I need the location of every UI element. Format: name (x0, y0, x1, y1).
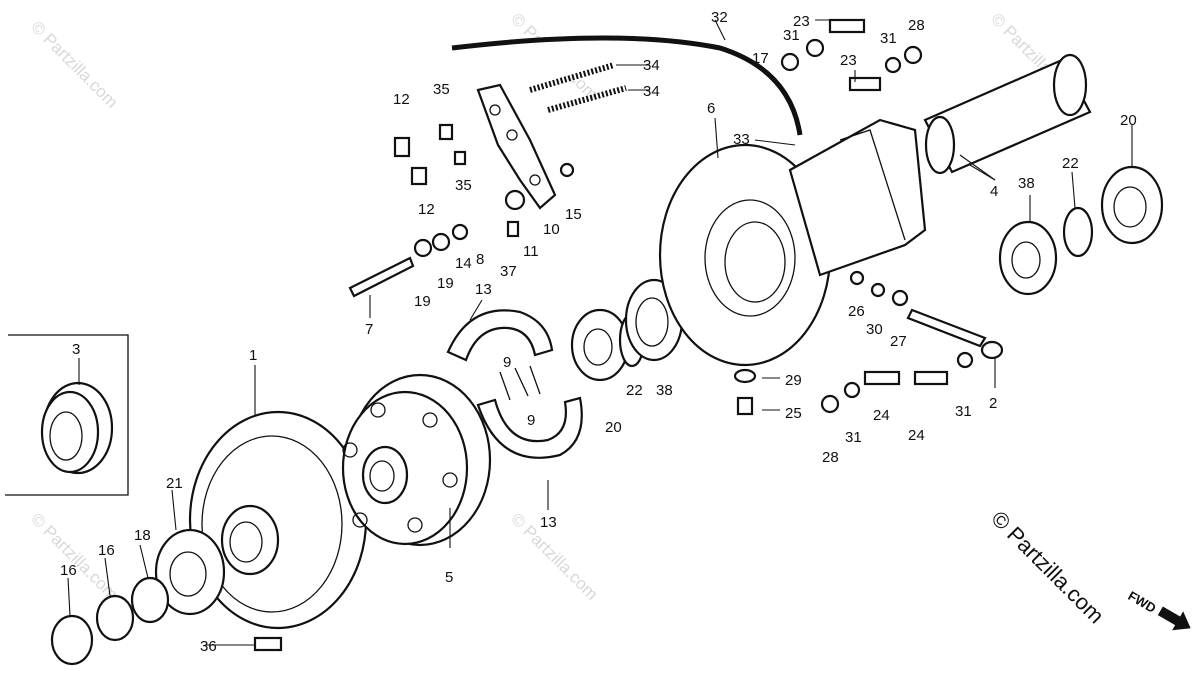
callout-19b: 19 (414, 293, 431, 310)
callout-23b: 23 (840, 52, 857, 69)
callout-13: 13 (475, 281, 492, 298)
callout-31b: 31 (880, 30, 897, 47)
callout-32: 32 (711, 9, 728, 26)
callout-34: 34 (643, 57, 660, 74)
copyright-text: © Partzilla.com (986, 506, 1109, 629)
callout-13b: 13 (540, 514, 557, 531)
callout-17: 17 (752, 50, 769, 67)
callout-37: 37 (500, 263, 517, 280)
callout-20b: 20 (1120, 112, 1137, 129)
callout-38: 38 (656, 382, 673, 399)
callout-16: 16 (98, 542, 115, 559)
watermark-text: © Partzilla.com (27, 17, 121, 111)
callout-34b: 34 (643, 83, 660, 100)
axle-tube-4 (923, 53, 1092, 175)
callout-24: 24 (873, 407, 890, 424)
callout-1: 1 (249, 347, 257, 364)
callout-12b: 12 (418, 201, 435, 218)
callout-11: 11 (523, 243, 539, 260)
callout-14: 14 (455, 255, 472, 272)
callouts: 3 1 2 4 5 6 7 8 9 9 10 11 12 12 13 13 14… (60, 9, 1137, 655)
callout-6: 6 (707, 100, 715, 117)
arrow-right-icon (1157, 606, 1191, 631)
leader-lines (67, 19, 1133, 646)
callout-31: 31 (783, 27, 800, 44)
callout-3: 3 (72, 341, 80, 358)
callout-22b: 22 (1062, 155, 1079, 172)
callout-33: 33 (733, 131, 750, 148)
callout-12: 12 (393, 91, 410, 108)
callout-26: 26 (848, 303, 865, 320)
brake-cable-32 (451, 35, 803, 136)
callout-15: 15 (565, 206, 582, 223)
callout-27: 27 (890, 333, 907, 350)
springs-34 (529, 62, 627, 113)
part-3-inset (5, 334, 129, 496)
brake-panel-6 (658, 118, 927, 367)
brake-arm-10 (476, 83, 557, 210)
callout-9b: 9 (527, 412, 535, 429)
callout-20: 20 (605, 419, 622, 436)
wheel-hub-5 (341, 373, 492, 547)
callout-35: 35 (433, 81, 450, 98)
bearing-set-right (998, 165, 1164, 296)
callout-31d: 31 (955, 403, 972, 420)
callout-5: 5 (445, 569, 453, 586)
callout-2: 2 (989, 395, 997, 412)
hardware (50, 18, 1004, 666)
callout-22: 22 (626, 382, 643, 399)
callout-28: 28 (908, 17, 925, 34)
callout-28b: 28 (822, 449, 839, 466)
callout-36: 36 (200, 638, 217, 655)
callout-31c: 31 (845, 429, 862, 446)
callout-29: 29 (785, 372, 802, 389)
callout-18: 18 (134, 527, 151, 544)
callout-7: 7 (365, 321, 373, 338)
fwd-label: FWD (1126, 588, 1159, 616)
callout-24b: 24 (908, 427, 925, 444)
fwd-arrow: FWD (1126, 588, 1191, 631)
callout-35b: 35 (455, 177, 472, 194)
callout-38b: 38 (1018, 175, 1035, 192)
callout-23: 23 (793, 13, 810, 30)
callout-10: 10 (543, 221, 560, 238)
callout-19: 19 (437, 275, 454, 292)
callout-21: 21 (166, 475, 183, 492)
callout-9: 9 (503, 354, 511, 371)
callout-30: 30 (866, 321, 883, 338)
brake-shoes-13 (446, 309, 583, 459)
branding: © Partzilla.com FWD (986, 506, 1191, 631)
callout-16b: 16 (60, 562, 77, 579)
callout-8: 8 (476, 251, 484, 268)
callout-4: 4 (990, 183, 998, 200)
callout-25: 25 (785, 405, 802, 422)
